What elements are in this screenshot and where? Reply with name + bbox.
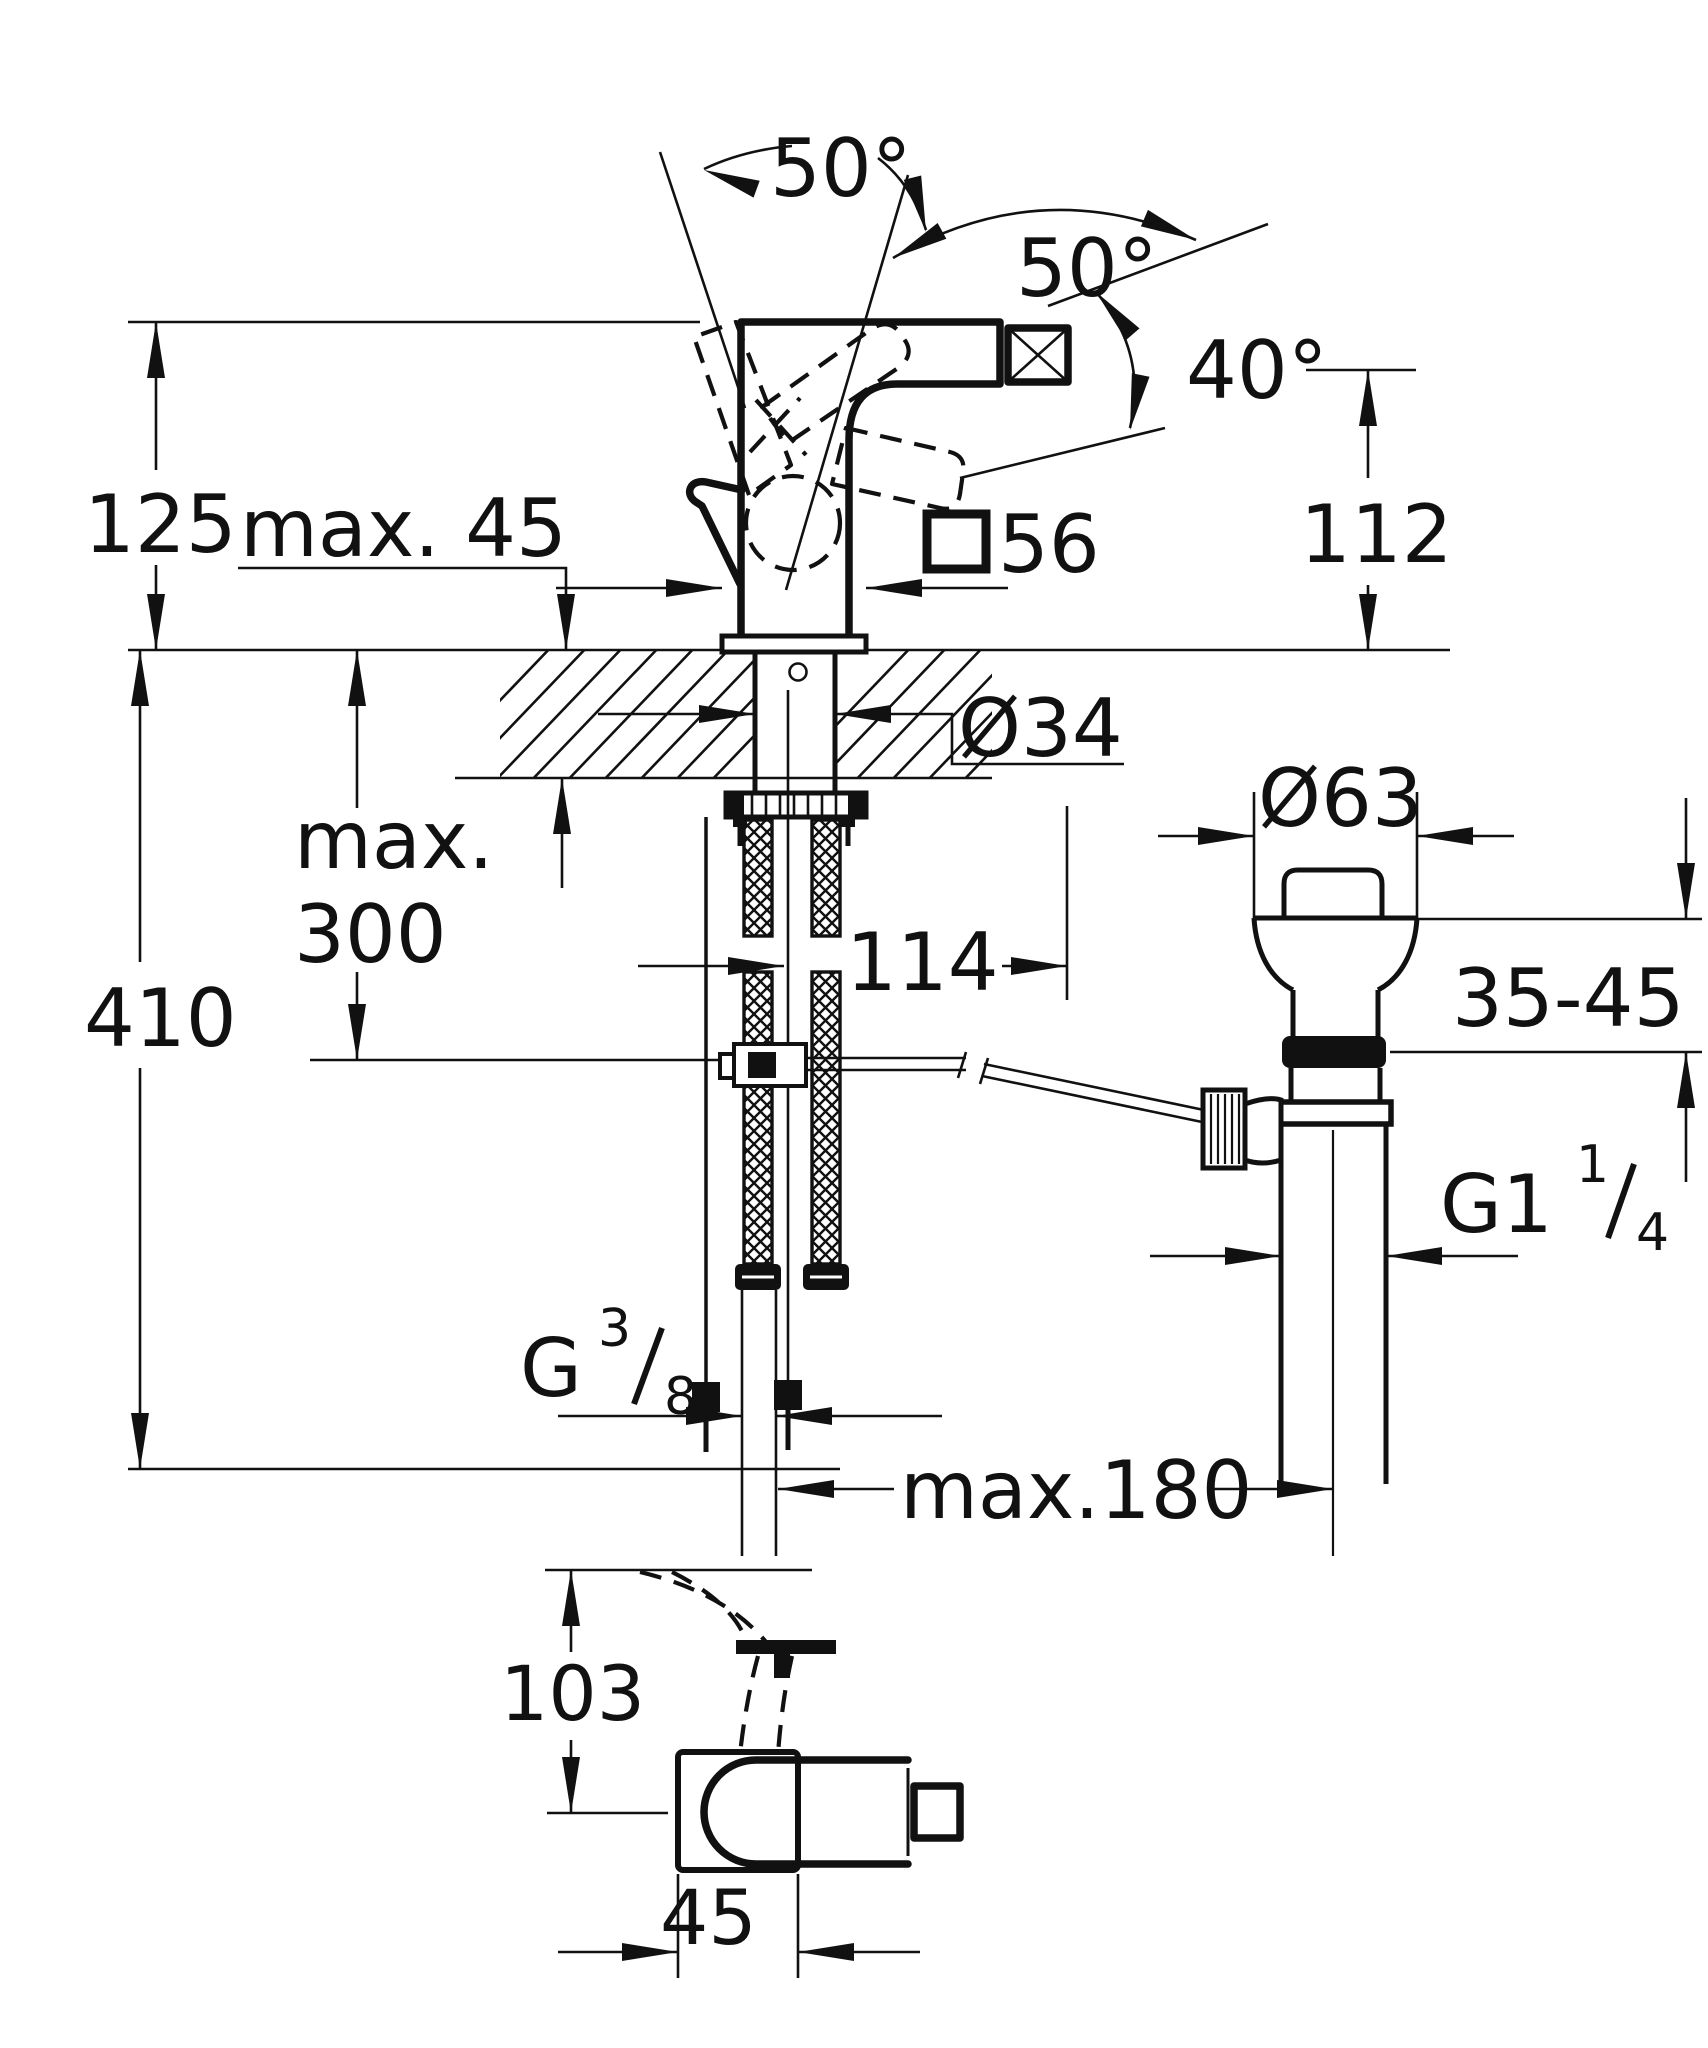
dim-drain-thread-g114: G1 1 4 — [1440, 1135, 1669, 1263]
dim-angle-handle: 50° — [770, 122, 912, 215]
reference-lines — [128, 320, 1450, 1471]
handle-axis-left-line — [658, 151, 747, 409]
mixer-body-outline — [737, 318, 1004, 644]
mounting-shank — [752, 650, 838, 793]
stud-nut-right — [774, 1380, 802, 1410]
cartridge-dashed-circle — [743, 473, 843, 573]
dim-angle-spout-upper: 50° — [1016, 222, 1158, 315]
dim-supply-thread-g38: G 3 8 — [520, 1299, 697, 1427]
faucet-top-view — [545, 1568, 964, 1873]
under-deck-assembly — [692, 650, 1205, 1556]
dim-offset-114: 114 — [846, 916, 999, 1009]
g38-label: G — [520, 1322, 582, 1415]
mounting-washer — [723, 790, 869, 820]
flex-hoses — [735, 818, 849, 1556]
g1-label: G1 — [1440, 1158, 1553, 1251]
topview-spout — [700, 1756, 912, 1868]
handle-axis-right-line — [784, 174, 910, 591]
drain-tailpipe — [1278, 1124, 1389, 1484]
spout-dashed-lowered — [829, 425, 966, 511]
topview-body-square — [675, 1749, 801, 1873]
faucet-side-view — [658, 151, 1269, 655]
shank-screw-hole — [788, 662, 808, 682]
rod-funnel — [1242, 1096, 1284, 1166]
aerator-cross — [1007, 327, 1069, 383]
drain-body-flange — [1274, 1099, 1394, 1127]
topview-aerator — [910, 1782, 964, 1842]
dim-max-300: 300 — [294, 888, 447, 981]
dimension-labels: 50° 50° 40° 125 max. 45 112 56 Ø34 max. … — [84, 122, 1684, 1962]
g38-den: 8 — [664, 1367, 697, 1427]
popup-waste-lever — [685, 477, 746, 588]
spout-axis-lower-line — [959, 426, 1166, 480]
stud-nut-left — [692, 1382, 720, 1412]
dim-topview-45: 45 — [660, 1873, 757, 1962]
dim-drain-3545: 35-45 — [1452, 952, 1684, 1045]
drain-flange-sides — [1251, 917, 1420, 993]
dim-angle-spout-tilt: 40° — [1186, 324, 1328, 417]
dim-body-56: 56 — [998, 498, 1100, 591]
handle-dashed-left — [691, 319, 794, 498]
dim-shank-dia34: Ø34 — [958, 682, 1123, 775]
dimension-lines — [138, 144, 1702, 1978]
g1-num: 1 — [1576, 1135, 1609, 1195]
topview-lever-bar — [736, 1640, 836, 1678]
supply-tail-pipe — [740, 1290, 778, 1556]
horizontal-rod-2 — [978, 1057, 1205, 1124]
dim-topview-103: 103 — [500, 1649, 645, 1738]
g38-num: 3 — [598, 1299, 631, 1359]
cartridge-cross-dashed — [748, 396, 808, 457]
dim-rod-max180: max.180 — [900, 1444, 1252, 1537]
horizontal-rod-1 — [806, 1051, 968, 1079]
dim-drain-dia63: Ø63 — [1258, 752, 1423, 845]
drain-push-cap — [1281, 867, 1385, 918]
dim-spout-height-112: 112 — [1300, 488, 1453, 581]
dimension-arrowheads — [131, 170, 1695, 1961]
dim-height-125: 125 — [84, 478, 237, 571]
drain-valve — [1200, 792, 1420, 1556]
topview-lever-dashed — [639, 1569, 768, 1647]
spout-axis-upper-line — [1047, 222, 1269, 308]
dim-total-410: 410 — [84, 972, 237, 1065]
g1-den: 4 — [1636, 1203, 1669, 1263]
drain-oring — [1282, 1036, 1386, 1068]
base-plate — [719, 633, 869, 655]
dim-deck-max45: max. 45 — [240, 482, 567, 575]
square-symbol-icon — [922, 509, 991, 574]
dim-max-label: max. — [294, 794, 494, 887]
